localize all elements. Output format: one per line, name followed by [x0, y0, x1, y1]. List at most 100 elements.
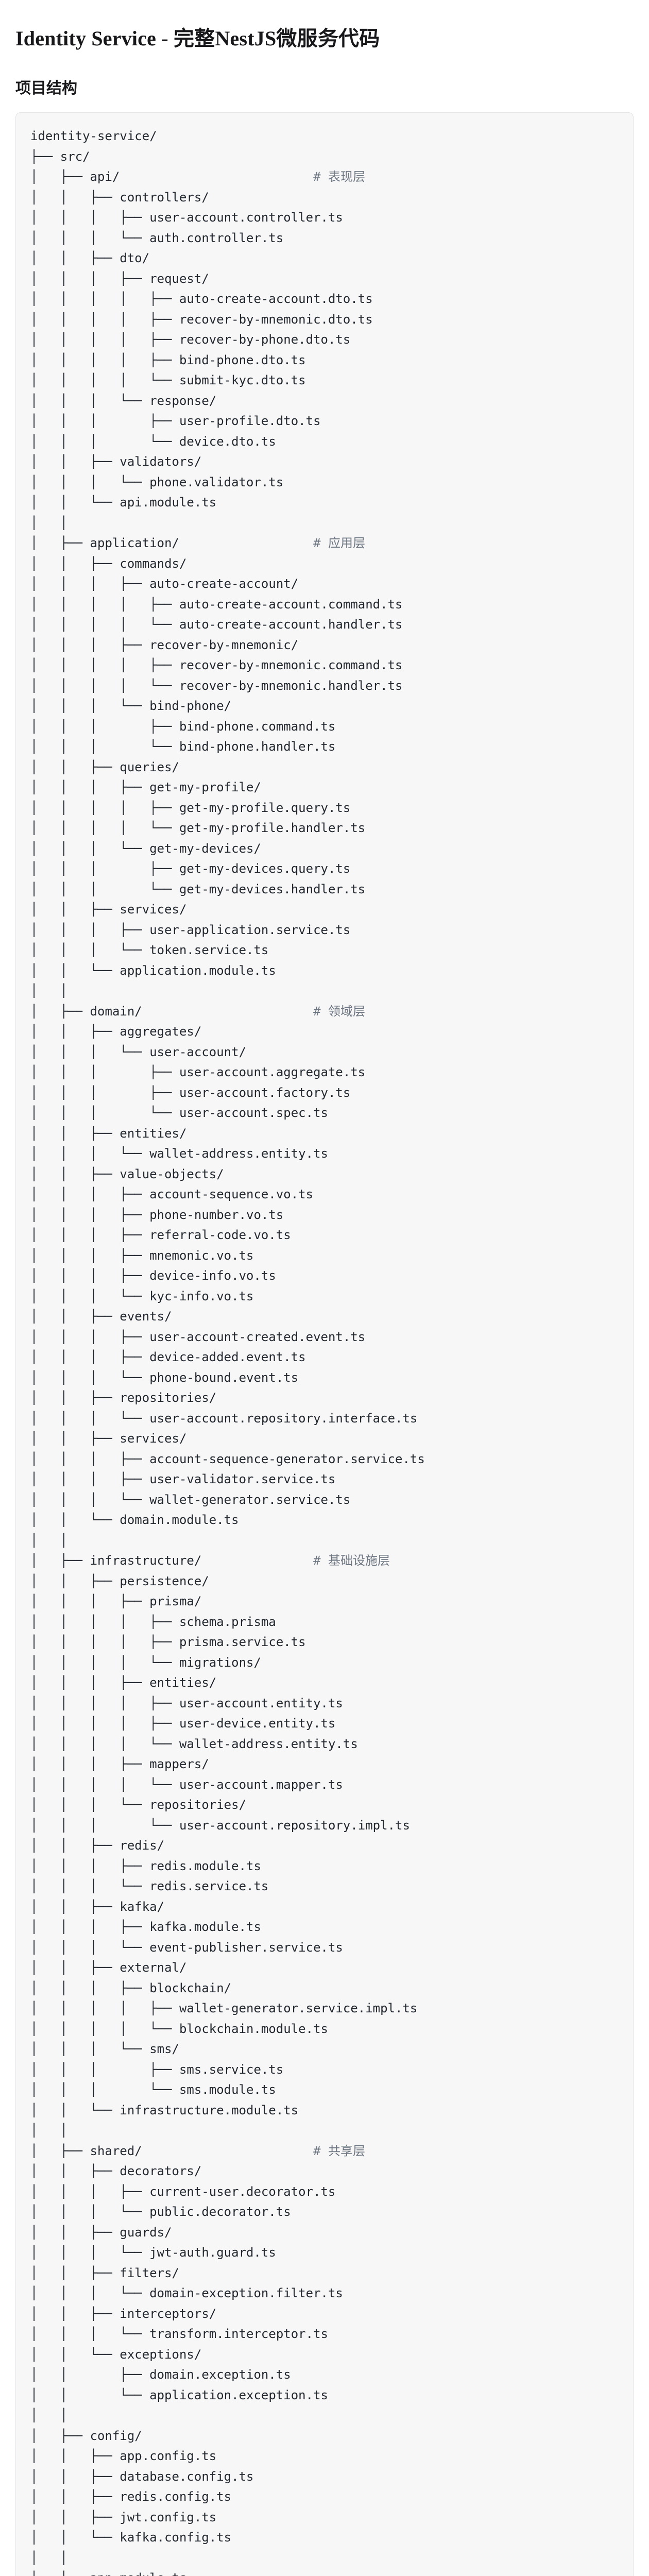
tree-line: │ │ │ │ ├── recover-by-mnemonic.dto.ts	[30, 312, 373, 327]
tree-line: │ │ ├── aggregates/	[30, 1024, 202, 1039]
tree-line: │ │ │ ├── device-added.event.ts	[30, 1350, 306, 1364]
tree-line: │ │ │ ├── recover-by-mnemonic/	[30, 637, 299, 652]
tree-line: │ │	[30, 984, 68, 998]
tree-line: │ │ │ │ ├── get-my-profile.query.ts	[30, 800, 351, 815]
tree-line: │ ├── config/	[30, 2428, 142, 2443]
tree-line: │ │	[30, 2408, 68, 2422]
tree-line: │ │ ├── kafka/	[30, 1899, 165, 1914]
tree-line: │ │ │ └── kyc-info.vo.ts	[30, 1289, 254, 1303]
tree-line: │ │ │ ├── get-my-devices.query.ts	[30, 861, 351, 876]
tree-line: │ │ │ └── device.dto.ts	[30, 434, 276, 449]
tree-line: │ │ │ │ ├── schema.prisma	[30, 1614, 276, 1629]
tree-line: │ ├── domain/ # 领域层	[30, 1004, 365, 1019]
tree-line: ├── src/	[30, 149, 90, 164]
tree-line: │ │ ├── database.config.ts	[30, 2469, 254, 2484]
tree-line: │ │ │ ├── user-account.aggregate.ts	[30, 1065, 366, 1079]
tree-line: │ │ │ │ ├── user-device.entity.ts	[30, 1716, 336, 1731]
tree-line: │ │ ├── entities/	[30, 1126, 187, 1141]
tree-line: │ │	[30, 515, 68, 530]
tree-line: │ │ │ ├── user-account-created.event.ts	[30, 1329, 366, 1344]
tree-line: │ │ │ │ ├── auto-create-account.command.…	[30, 597, 403, 612]
tree-line: │ │ │ ├── sms.service.ts	[30, 2062, 284, 2077]
tree-line: │ │ └── application.module.ts	[30, 963, 276, 978]
tree-line: │ │ │ └── user-account/	[30, 1044, 247, 1059]
tree-line: │ │ ├── decorators/	[30, 2164, 202, 2178]
tree-line: │ │ └── kafka.config.ts	[30, 2530, 232, 2545]
tree-line: │ │ │ │ └── user-account.mapper.ts	[30, 1777, 343, 1792]
tree-line: │ │ │ └── user-account.repository.interf…	[30, 1411, 418, 1426]
tree-line: │ │ └── domain.module.ts	[30, 1513, 239, 1527]
tree-comment: # 基础设施层	[313, 1553, 390, 1568]
tree-line: │ │ │ │ └── submit-kyc.dto.ts	[30, 373, 306, 387]
section-heading-project-structure: 项目结构	[15, 80, 77, 97]
file-tree: identity-service/├── src/│ ├── api/ # 表现…	[30, 126, 619, 2576]
tree-line: │ │ ├── commands/	[30, 556, 187, 571]
tree-comment: # 领域层	[313, 1004, 365, 1019]
tree-line: │ │ ├── redis.config.ts	[30, 2489, 232, 2504]
tree-line: │ │ │ │ ├── prisma.service.ts	[30, 1635, 306, 1649]
tree-line: identity-service/	[30, 129, 157, 143]
tree-line: │ │ │ ├── bind-phone.command.ts	[30, 719, 336, 734]
tree-line: │ │ ├── jwt.config.ts	[30, 2510, 217, 2524]
tree-line: │ │ │ └── user-account.spec.ts	[30, 1106, 328, 1120]
tree-line: │ │ │ ├── prisma/	[30, 1594, 202, 1608]
tree-line: │ │ │ └── sms.module.ts	[30, 2082, 276, 2097]
tree-line: │ │	[30, 2550, 68, 2565]
tree-line: │ │ │ ├── user-profile.dto.ts	[30, 414, 321, 428]
tree-line: │ │ └── exceptions/	[30, 2347, 202, 2362]
tree-line: │ │ ├── app.config.ts	[30, 2449, 217, 2463]
tree-line: │ │ │ └── wallet-generator.service.ts	[30, 1492, 351, 1507]
tree-line: │ │ │ ├── account-sequence-generator.ser…	[30, 1451, 425, 1466]
tree-line: │ │ │ └── bind-phone.handler.ts	[30, 739, 336, 754]
tree-line: │ │ │ │ └── get-my-profile.handler.ts	[30, 821, 366, 835]
tree-line: │ │ │ ├── blockchain/	[30, 1980, 232, 1995]
tree-line: │ │ │ └── event-publisher.service.ts	[30, 1940, 343, 1955]
tree-line: │ │ │ │ └── auto-create-account.handler.…	[30, 617, 403, 632]
tree-line: │ │ │ ├── user-validator.service.ts	[30, 1472, 336, 1486]
tree-line: │ │ │ │ ├── user-account.entity.ts	[30, 1696, 343, 1710]
tree-line: │ │ │ │ └── blockchain.module.ts	[30, 2021, 328, 2036]
tree-line: │ │ │ └── get-my-devices.handler.ts	[30, 882, 366, 896]
project-structure-code-block: identity-service/├── src/│ ├── api/ # 表现…	[15, 112, 634, 2576]
tree-line: │ │ │ ├── user-account.factory.ts	[30, 1085, 351, 1100]
tree-line: │ │ │ ├── device-info.vo.ts	[30, 1268, 276, 1283]
tree-line: │ │ │ └── transform.interceptor.ts	[30, 2327, 328, 2341]
tree-line: │ │ ├── external/	[30, 1960, 187, 1975]
tree-line: │ │ └── application.exception.ts	[30, 2387, 328, 2402]
tree-line: │ │ ├── filters/	[30, 2265, 179, 2280]
tree-line: │ │ │ │ └── recover-by-mnemonic.handler.…	[30, 678, 403, 693]
tree-line: │ │ ├── events/	[30, 1309, 172, 1324]
tree-line: │ │ │ └── sms/	[30, 2042, 179, 2056]
tree-line: │ │ │ │ ├── recover-by-mnemonic.command.…	[30, 658, 403, 672]
tree-line: │ │ │ │ ├── auto-create-account.dto.ts	[30, 292, 373, 306]
tree-line: │ │ ├── controllers/	[30, 190, 209, 205]
tree-line: │ │ │ └── jwt-auth.guard.ts	[30, 2245, 276, 2260]
tree-line: │ │ │ └── domain-exception.filter.ts	[30, 2286, 343, 2300]
tree-line: │ │ │ │ ├── recover-by-phone.dto.ts	[30, 332, 351, 347]
tree-line: │ │ │ ├── account-sequence.vo.ts	[30, 1187, 314, 1201]
tree-line: │ │ │ └── bind-phone/	[30, 699, 232, 713]
tree-line: │ │ │ ├── redis.module.ts	[30, 1858, 261, 1873]
tree-line: │ │ ├── queries/	[30, 759, 179, 774]
tree-line: │ │ │ ├── user-application.service.ts	[30, 922, 351, 937]
tree-line: │ │ └── infrastructure.module.ts	[30, 2103, 299, 2117]
tree-line: │ ├── application/ # 应用层	[30, 536, 365, 550]
tree-comment: # 表现层	[313, 170, 365, 184]
tree-line: │ │ │ ├── request/	[30, 271, 209, 286]
tree-line: │ │ ├── interceptors/	[30, 2306, 217, 2321]
tree-line: │ ├── app.module.ts	[30, 2568, 619, 2576]
tree-line: │ │ │ └── phone-bound.event.ts	[30, 1370, 299, 1385]
tree-line: │ │ │ │ ├── bind-phone.dto.ts	[30, 352, 306, 367]
tree-line: │ │ ├── redis/	[30, 1838, 165, 1853]
tree-line: │ │ │ │ ├── wallet-generator.service.imp…	[30, 2001, 418, 2015]
tree-line: │ │ │ ├── kafka.module.ts	[30, 1920, 261, 1934]
tree-line: │ │ │ ├── phone-number.vo.ts	[30, 1207, 284, 1222]
tree-comment: # 共享层	[313, 2143, 365, 2158]
tree-line: │ │ ├── validators/	[30, 454, 202, 469]
tree-line: │ │ ├── persistence/	[30, 1573, 209, 1588]
tree-line: │ │ │ └── response/	[30, 393, 217, 408]
tree-line: │ │ │ └── repositories/	[30, 1798, 247, 1812]
tree-line: │ │ │ ├── current-user.decorator.ts	[30, 2184, 336, 2199]
tree-line: │ ├── infrastructure/ # 基础设施层	[30, 1553, 390, 1568]
